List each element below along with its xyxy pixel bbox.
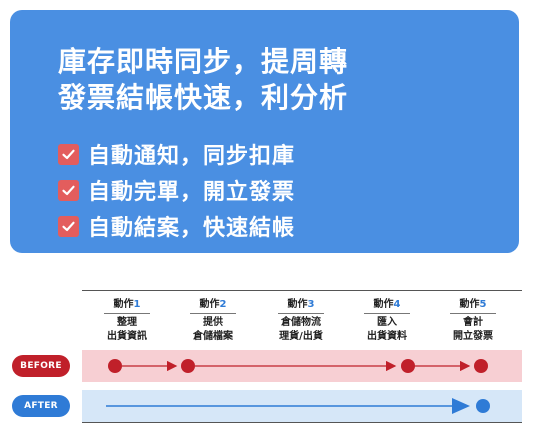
step-4: 動作4 匯入 出貨資料 [339, 298, 435, 344]
step-desc-line-1: 整理 [117, 317, 137, 328]
step-3: 動作3 倉儲物流 理貨/出貨 [253, 298, 349, 344]
flow-arrows [106, 359, 490, 414]
step-desc-line-1: 匯入 [377, 317, 397, 328]
feature-text: 自動完單，開立發票 [88, 180, 296, 205]
checkbox-checked-icon [58, 179, 79, 201]
step-desc-line-2: 出貨資料 [367, 331, 407, 342]
checkbox-checked-icon [58, 215, 79, 237]
step-title: 動作3 [287, 299, 315, 310]
step-divider [278, 313, 324, 314]
after-flow [106, 398, 490, 414]
diagram-top-rule [82, 290, 522, 291]
step-divider [450, 313, 496, 314]
feature-text: 自動結案，快速結帳 [88, 216, 296, 241]
step-title: 動作2 [199, 299, 227, 310]
step-desc-line-2: 倉儲檔案 [193, 331, 233, 342]
step-desc-line-2: 出貨資訊 [107, 331, 147, 342]
headline-card: 庫存即時同步，提周轉 發票結帳快速，利分析 自動通知，同步扣庫 自動完單，開立發… [10, 10, 519, 253]
after-stop-5 [476, 399, 490, 413]
step-desc-line-1: 提供 [203, 317, 223, 328]
step-title: 動作5 [459, 299, 487, 310]
step-1: 動作1 整理 出貨資訊 [79, 298, 175, 344]
process-diagram: 動作1 整理 出貨資訊 動作2 提供 倉儲檔案 動作3 倉儲物流 理貨/出貨 動… [0, 282, 534, 440]
feature-item: 自動完單，開立發票 [58, 172, 295, 208]
checkbox-checked-icon [58, 143, 79, 165]
before-stop-4 [401, 359, 415, 373]
feature-list: 自動通知，同步扣庫 自動完單，開立發票 自動結案，快速結帳 [58, 136, 295, 244]
before-badge: BEFORE [12, 355, 70, 377]
step-5: 動作5 會計 開立發票 [425, 298, 521, 344]
headline-line-1: 庫存即時同步，提周轉 [58, 45, 349, 78]
feature-text: 自動通知，同步扣庫 [88, 144, 296, 169]
step-divider [190, 313, 236, 314]
step-2: 動作2 提供 倉儲檔案 [165, 298, 261, 344]
step-divider [364, 313, 410, 314]
after-badge: AFTER [12, 395, 70, 417]
diagram-bottom-rule [82, 422, 522, 423]
headline: 庫存即時同步，提周轉 發票結帳快速，利分析 [58, 44, 348, 116]
step-desc-line-2: 開立發票 [453, 331, 493, 342]
feature-item: 自動通知，同步扣庫 [58, 136, 295, 172]
before-flow [108, 359, 488, 373]
step-desc-line-1: 倉儲物流 [281, 317, 321, 328]
step-title: 動作1 [113, 299, 141, 310]
after-arrow-head [452, 398, 470, 414]
before-stop-2 [181, 359, 195, 373]
before-stop-5 [474, 359, 488, 373]
headline-line-2: 發票結帳快速，利分析 [58, 81, 349, 114]
step-desc-line-1: 會計 [463, 317, 483, 328]
step-title: 動作4 [373, 299, 401, 310]
step-divider [104, 313, 150, 314]
before-stop-1 [108, 359, 122, 373]
feature-item: 自動結案，快速結帳 [58, 208, 295, 244]
step-desc-line-2: 理貨/出貨 [279, 331, 323, 342]
